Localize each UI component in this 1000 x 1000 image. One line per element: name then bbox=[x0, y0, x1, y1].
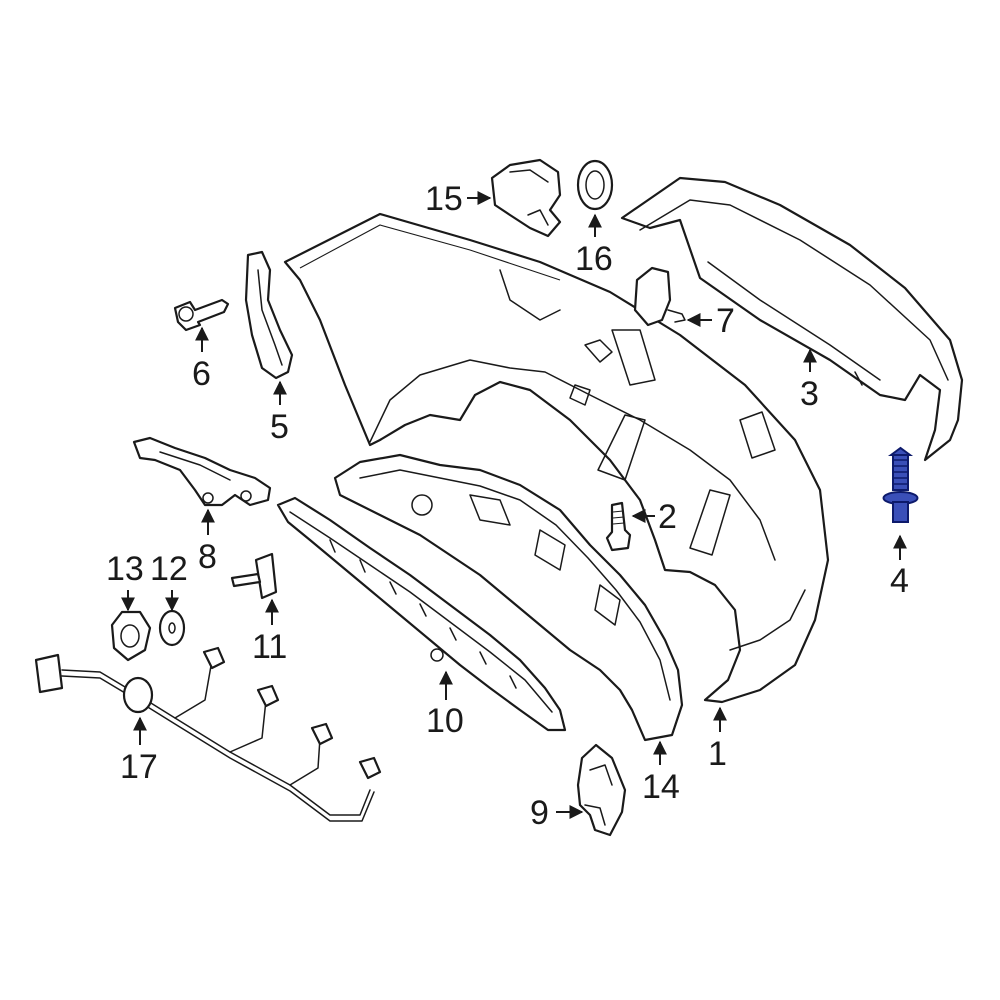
callout-10: 10 bbox=[426, 702, 464, 740]
part-9-corner-bracket[interactable] bbox=[576, 743, 627, 837]
part-14-energy-absorber[interactable] bbox=[333, 453, 684, 742]
callout-2: 2 bbox=[658, 498, 677, 536]
callout-17: 17 bbox=[120, 748, 158, 786]
callout-1: 1 bbox=[708, 735, 727, 773]
part-10-impact-bar[interactable] bbox=[276, 496, 567, 732]
callout-5: 5 bbox=[270, 408, 289, 446]
part-17-wiring-harness[interactable] bbox=[34, 646, 382, 822]
part-7-clip[interactable] bbox=[633, 266, 686, 327]
callout-6: 6 bbox=[192, 355, 211, 393]
part-3-diffuser[interactable] bbox=[620, 176, 964, 462]
callout-3: 3 bbox=[800, 375, 819, 413]
part-8-side-bracket[interactable] bbox=[132, 436, 272, 507]
callout-7: 7 bbox=[716, 302, 735, 340]
part-6-push-clip[interactable] bbox=[173, 298, 230, 332]
part-1-bumper-cover[interactable] bbox=[283, 212, 830, 704]
part-4-rivet[interactable] bbox=[882, 446, 919, 523]
part-15-sensor-bracket[interactable] bbox=[490, 158, 562, 238]
callout-14: 14 bbox=[642, 768, 680, 806]
callout-13: 13 bbox=[106, 550, 144, 588]
callout-12: 12 bbox=[150, 550, 188, 588]
callout-15: 15 bbox=[425, 180, 463, 218]
callout-labels: 15 16 7 3 6 5 2 4 8 11 12 13 10 1 14 9 1… bbox=[106, 180, 909, 832]
part-16-sensor-ring[interactable] bbox=[576, 159, 614, 211]
part-11-stud[interactable] bbox=[230, 552, 278, 600]
callout-4: 4 bbox=[890, 562, 909, 600]
callout-9: 9 bbox=[530, 794, 549, 832]
part-2-bolt[interactable] bbox=[605, 501, 632, 552]
part-13-nut[interactable] bbox=[110, 610, 152, 662]
callout-16: 16 bbox=[575, 240, 613, 278]
part-5-seal[interactable] bbox=[244, 250, 294, 380]
leader-lines bbox=[121, 191, 907, 819]
callout-8: 8 bbox=[198, 538, 217, 576]
part-12-washer[interactable] bbox=[158, 609, 186, 647]
callout-11: 11 bbox=[252, 628, 287, 666]
